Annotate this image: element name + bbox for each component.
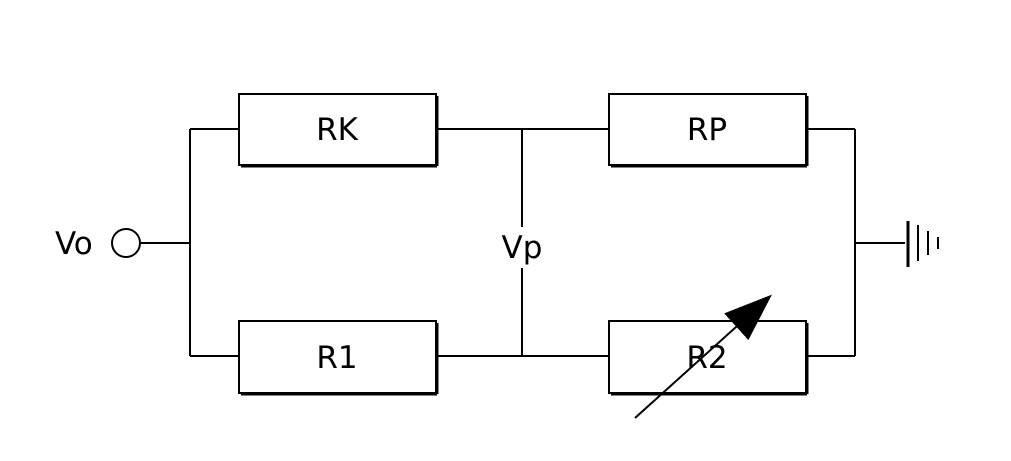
resistor-r1: R1 bbox=[239, 321, 437, 394]
resistor-rp-label: RP bbox=[687, 112, 727, 148]
ground-icon bbox=[908, 221, 938, 267]
arrow-icon bbox=[635, 300, 766, 418]
resistor-r2-label: R2 bbox=[686, 340, 727, 376]
resistor-r1-label: R1 bbox=[316, 340, 357, 376]
resistor-rk: RK bbox=[239, 94, 437, 166]
probe-node-label: Vp bbox=[502, 230, 543, 266]
resistor-rk-label: RK bbox=[316, 112, 359, 148]
resistor-rp: RP bbox=[609, 94, 807, 166]
resistor-r2: R2 bbox=[609, 300, 807, 418]
input-terminal-label: Vo bbox=[55, 226, 93, 262]
terminal-circle-icon bbox=[112, 229, 140, 257]
